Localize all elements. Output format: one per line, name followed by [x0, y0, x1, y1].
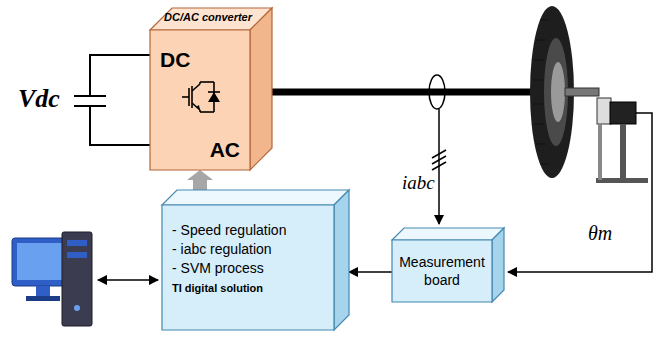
- function-item: - SVM process: [172, 259, 326, 278]
- drawing-part: [90, 106, 152, 145]
- box-front-face: [392, 240, 492, 302]
- drawing-part: [596, 178, 648, 183]
- drawing-part: [597, 98, 611, 124]
- computer-link: [98, 279, 158, 281]
- drawing-part: [533, 104, 543, 105]
- box-top-face: [392, 228, 504, 240]
- voltage-label: Vdc: [18, 84, 60, 114]
- position-signal-wire: [508, 113, 652, 272]
- converter-title: DC/AC converter: [164, 11, 252, 23]
- drawing-part: [536, 144, 546, 145]
- function-item: - Speed regulation: [172, 221, 326, 240]
- node-title: Measurement board: [398, 253, 486, 289]
- drawing-part: [565, 88, 599, 96]
- drawing-part: [533, 80, 543, 81]
- drawing-part: [598, 124, 602, 180]
- drawing-part: [208, 92, 220, 102]
- drawing-part: [74, 305, 80, 311]
- drawing-part: [62, 232, 92, 326]
- drawing-part: [620, 124, 626, 180]
- measurement-box: Measurement board: [392, 240, 492, 302]
- angle-label: θm: [588, 222, 612, 245]
- drawing-part: [17, 243, 69, 280]
- drawing-part: [182, 82, 220, 112]
- box-front-face: [150, 30, 250, 170]
- motor-cable: [262, 89, 548, 96]
- drawing-part: [90, 55, 152, 96]
- drawing-part: [533, 20, 548, 164]
- current-label: iabc: [402, 172, 435, 194]
- signal-arrow: [349, 271, 392, 273]
- drawing-part: [544, 38, 568, 146]
- converter-box: DC/AC converterDCAC: [150, 30, 250, 170]
- drawing-part: [540, 20, 548, 21]
- drawing-part: [534, 124, 544, 125]
- ac-side-label: AC: [210, 138, 240, 162]
- node-body: - Speed regulation- iabc regulation- SVM…: [162, 205, 334, 330]
- function-item: - iabc regulation: [172, 240, 326, 259]
- drawing-part: [534, 60, 544, 61]
- drawing-part: [188, 88, 190, 106]
- controller-box: - Speed regulation- iabc regulation- SVM…: [162, 205, 334, 330]
- box-top-face: [162, 190, 349, 205]
- drawing-part: [192, 103, 200, 110]
- drawing-part: [610, 102, 636, 124]
- computer-icon: [12, 232, 92, 326]
- drawing-part: [196, 105, 200, 110]
- drawing-part: [182, 96, 189, 98]
- current-sensor: [429, 75, 445, 109]
- drawing-part: [200, 111, 214, 113]
- box-front-face: [162, 205, 334, 330]
- control-signal-arrow: [187, 170, 213, 190]
- drawing-part: [540, 164, 548, 165]
- box-side-face: [334, 190, 349, 330]
- platform-label: TI digital solution: [172, 280, 326, 296]
- drawing-part: [36, 286, 50, 296]
- dc-side-label: DC: [160, 48, 190, 72]
- drawing-part: [200, 81, 214, 83]
- node-body: Measurement board: [392, 240, 492, 302]
- current-signal-wire: [432, 109, 446, 224]
- drawing-part: [551, 62, 565, 122]
- box-side-face: [250, 8, 272, 170]
- drawing-part: [191, 86, 193, 108]
- igbt-symbol: [178, 80, 222, 114]
- encoder: [565, 88, 648, 183]
- drawing-part: [67, 240, 87, 246]
- drawing-part: [26, 296, 60, 301]
- drawing-part: [432, 162, 446, 170]
- drawing-part: [192, 84, 200, 91]
- box-side-face: [492, 228, 504, 302]
- drawing-part: [536, 40, 546, 41]
- drawing-part: [67, 252, 87, 258]
- dc-capacitor: [74, 55, 152, 145]
